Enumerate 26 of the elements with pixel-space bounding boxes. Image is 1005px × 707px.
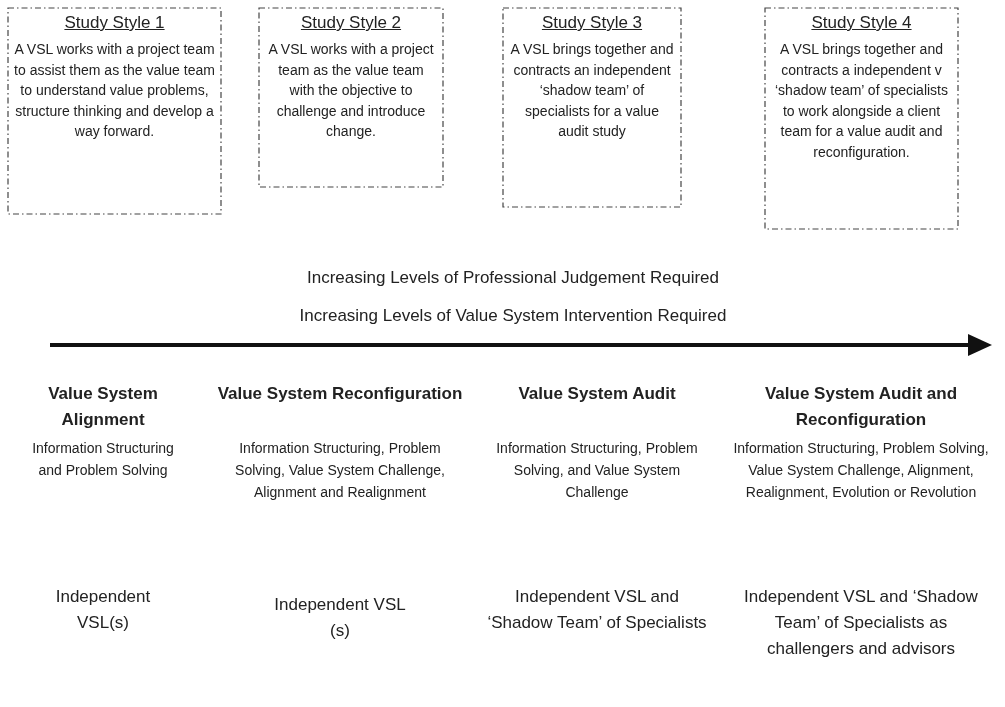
box-heading: Study Style 2 xyxy=(300,13,402,33)
stage-team: Independent VSL (s) xyxy=(273,594,407,642)
stage-heading: Value System Alignment xyxy=(47,383,159,431)
arrow-caption: Increasing Levels of Professional Judgement Required xyxy=(306,268,720,288)
study-style-box xyxy=(502,7,682,208)
study-style-box xyxy=(764,7,959,230)
box-heading: Study Style 1 xyxy=(64,13,165,33)
stage-heading: Value System Audit and Reconfiguration xyxy=(763,383,959,431)
box-description: A VSL brings together and contracts a independent v ‘shadow team’ of specialists to work alongside a client team for a value audit and reconfiguration. xyxy=(774,40,949,162)
box-description: A VSL works with a project team as the value team with the objective to challenge and introduce change. xyxy=(267,40,435,141)
stage-activities: Information Structuring, Problem Solving, Value System Challenge, Alignment and Realignment xyxy=(234,439,446,502)
stage-team: Independent VSL and ‘Shadow Team’ of Specialists xyxy=(487,586,707,634)
stage-activities: Information Structuring and Problem Solving xyxy=(31,439,175,480)
stage-team: Independent VSL and ‘Shadow Team’ of Specialists as challengers and advisors xyxy=(743,586,979,660)
stage-heading: Value System Audit xyxy=(517,383,677,405)
box-description: A VSL works with a project team to assist them as the value team to understand value problems, structure thinking and develop a way forward. xyxy=(13,40,216,141)
box-heading: Study Style 4 xyxy=(811,13,912,33)
study-style-box xyxy=(258,7,444,188)
stage-activities: Information Structuring, Problem Solving, Value System Challenge, Alignment, Realignment, Evolution or Revolution xyxy=(732,439,990,502)
box-description: A VSL brings together and contracts an independent ‘shadow team’ of specialists for a value audit study xyxy=(509,40,675,141)
study-style-box xyxy=(7,7,222,215)
arrow-caption: Increasing Levels of Value System Intervention Required xyxy=(298,306,728,326)
stage-team: Independent VSL(s) xyxy=(54,586,152,634)
stage-activities: Information Structuring, Problem Solving, and Value System Challenge xyxy=(495,439,699,502)
stage-heading: Value System Reconfiguration xyxy=(216,383,464,405)
box-heading: Study Style 3 xyxy=(541,13,643,33)
